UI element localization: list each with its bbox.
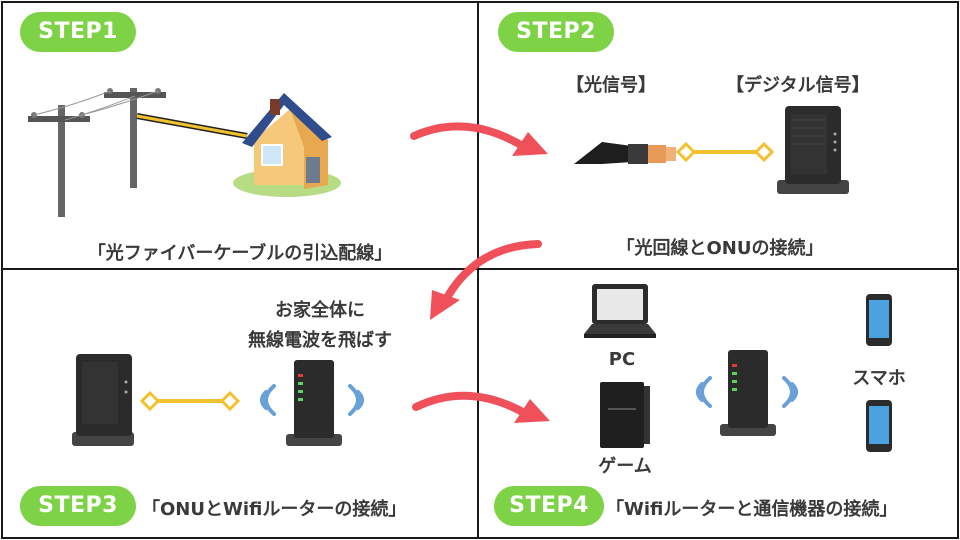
drop-cable bbox=[136, 113, 248, 139]
house-icon bbox=[233, 93, 341, 197]
step3-note-line1: お家全体に bbox=[275, 300, 365, 321]
curved-arrow-icon bbox=[412, 391, 550, 423]
smartphone-icon bbox=[866, 400, 892, 452]
wifi-waves-icon bbox=[260, 384, 276, 416]
step2-badge: STEP2 bbox=[498, 12, 614, 52]
step3-caption: 「ONUとWifiルーターの接続」 bbox=[142, 499, 407, 520]
router-icon bbox=[286, 360, 342, 446]
curved-arrow-icon bbox=[410, 122, 548, 156]
optical-signal-label: 【光信号】 bbox=[566, 75, 656, 96]
device-phone-label: スマホ bbox=[852, 368, 906, 389]
laptop-icon bbox=[584, 284, 656, 338]
step2-caption: 「光回線とONUの接続」 bbox=[616, 238, 824, 259]
step3-badge: STEP3 bbox=[20, 486, 136, 526]
smartphone-icon bbox=[866, 294, 892, 346]
onu-icon bbox=[72, 354, 134, 446]
wifi-waves-icon bbox=[782, 376, 798, 408]
device-pc-label: PC bbox=[608, 349, 636, 370]
step4-badge: STEP4 bbox=[494, 486, 604, 526]
game-console-icon bbox=[600, 382, 650, 448]
wifi-waves-icon bbox=[696, 376, 712, 408]
onu-icon bbox=[777, 106, 849, 194]
wifi-waves-icon bbox=[348, 384, 364, 416]
curved-arrow-icon bbox=[430, 240, 542, 320]
step1-badge: STEP1 bbox=[20, 12, 136, 52]
digital-signal-label: 【デジタル信号】 bbox=[726, 75, 870, 96]
device-game-label: ゲーム bbox=[598, 456, 652, 477]
panel-step4 bbox=[477, 268, 959, 539]
step4-caption: 「Wifiルーターと通信機器の接続」 bbox=[606, 499, 898, 520]
lan-cable-line bbox=[139, 390, 241, 412]
step3-note-line2: 無線電波を飛ばす bbox=[248, 330, 392, 351]
onu-cable-line bbox=[675, 141, 775, 163]
step1-caption: 「光ファイバーケーブルの引込配線」 bbox=[87, 243, 393, 264]
router-icon bbox=[720, 350, 776, 436]
fiber-cable-icon bbox=[574, 142, 676, 164]
utility-pole-icon bbox=[28, 88, 166, 217]
